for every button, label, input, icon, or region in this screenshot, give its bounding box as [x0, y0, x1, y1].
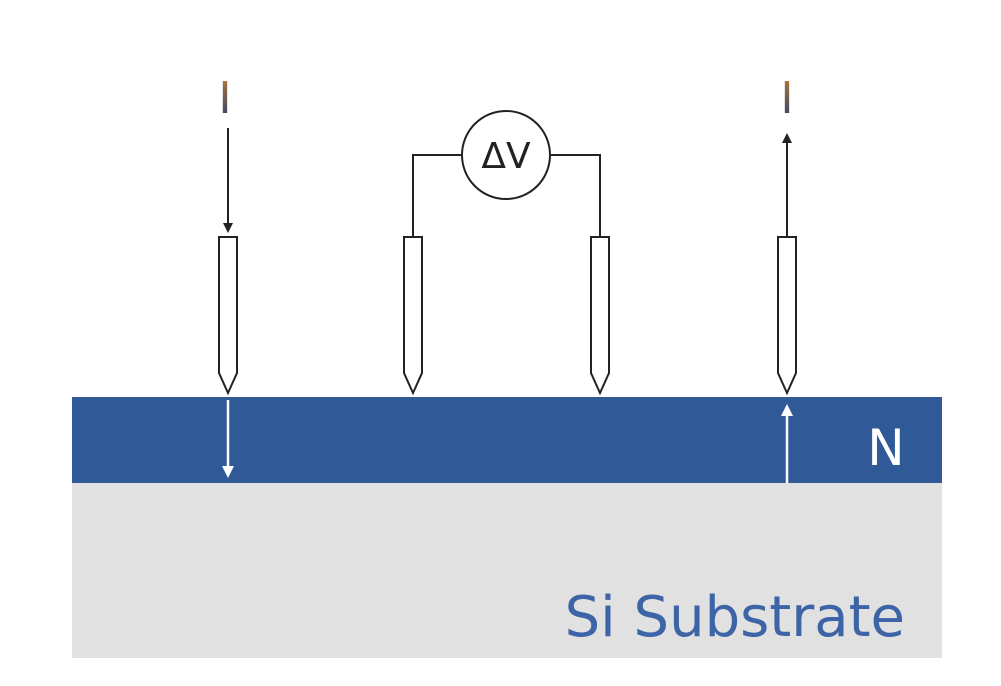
- probe-4: [777, 236, 797, 396]
- n-layer-label: N: [867, 419, 904, 477]
- n-layer: [72, 397, 942, 483]
- substrate-label: Si Substrate: [565, 585, 905, 650]
- current-in-label: I: [219, 73, 232, 124]
- voltmeter-wire-right: [551, 154, 601, 237]
- voltmeter-label: ΔV: [481, 136, 531, 177]
- current-out-label: I: [781, 73, 794, 124]
- probe-3: [590, 236, 610, 396]
- probe-1: [218, 236, 238, 396]
- si-substrate: [72, 483, 942, 658]
- probe-2: [403, 236, 423, 396]
- voltmeter-wire-left: [412, 154, 461, 237]
- voltmeter-circle: [461, 110, 551, 200]
